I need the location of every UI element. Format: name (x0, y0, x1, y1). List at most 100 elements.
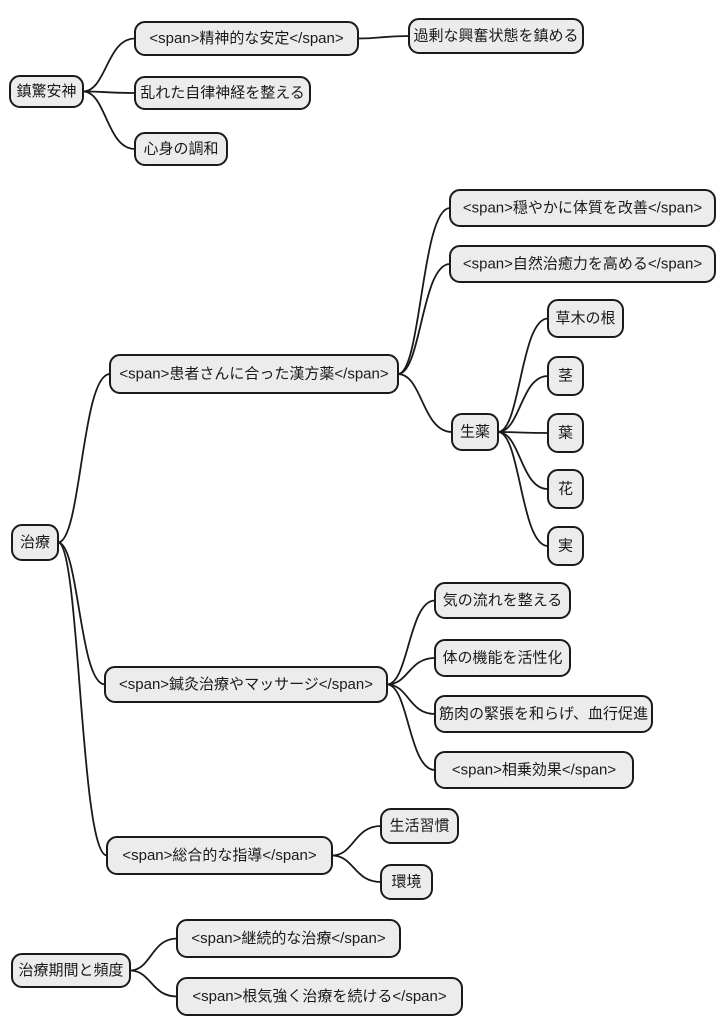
edge-kampoyaku-to-shizen-chiyu (397, 263, 451, 375)
edge-chinkyoanshin-to-shinshin-chowa (82, 90, 136, 150)
node-box-kampoyaku (109, 354, 399, 394)
edge-chiryo-kikan-to-keizoku-chiryo (129, 937, 178, 972)
node-label-sogoteki-shido: <span>総合的な指導</span> (122, 847, 317, 864)
node-label-kampoyaku: <span>患者さんに合った漢方薬</span> (119, 366, 389, 383)
node-label-kinniku-kincho: 筋肉の緊張を和らげ、血行促進 (439, 706, 648, 723)
node-label-seikatsu-shukan: 生活習慣 (389, 817, 449, 835)
node-box-chinkyoanshin (9, 75, 84, 108)
node-box-konki-tsuzukeru (176, 977, 463, 1016)
node-mi: 実 (547, 526, 584, 566)
node-box-shinshin-chowa (134, 132, 228, 166)
node-kinniku-kincho: 筋肉の緊張を和らげ、血行促進 (434, 695, 653, 733)
node-label-mi: 実 (558, 538, 573, 555)
node-box-sogoteki-shido (106, 836, 333, 875)
node-box-kankyo (380, 864, 433, 900)
node-shinkyu-massage: <span>鍼灸治療やマッサージ</span> (104, 666, 388, 703)
node-label-shinshin-chowa: 心身の調和 (143, 141, 218, 158)
node-chiryo: 治療 (11, 524, 59, 561)
edge-kampoyaku-to-odayaka-taishitsu (397, 207, 451, 375)
node-shizen-chiyu: <span>自然治癒力を高める</span> (449, 245, 716, 283)
node-box-karada-kino (434, 639, 571, 677)
node-label-shoyaku: 生薬 (460, 424, 490, 441)
node-kampoyaku: <span>患者さんに合った漢方薬</span> (109, 354, 399, 394)
node-label-karada-kino: 体の機能を活性化 (442, 650, 562, 667)
node-box-kuki (547, 356, 584, 396)
edge-sogoteki-shido-to-kankyo (331, 854, 382, 883)
node-label-kuki: 茎 (558, 368, 573, 385)
node-box-odayaka-taishitsu (449, 189, 716, 227)
node-shoyaku: 生薬 (451, 413, 499, 451)
node-box-chiryo-kikan (11, 953, 131, 988)
node-label-chinkyoanshin: 鎮驚安神 (16, 83, 76, 100)
edge-shoyaku-to-kuki (497, 375, 549, 433)
node-box-kajo-kofun (408, 18, 584, 54)
node-seikatsu-shukan: 生活習慣 (380, 808, 459, 844)
node-label-konki-tsuzukeru: <span>根気強く治療を続ける</span> (192, 988, 447, 1005)
node-shinshin-chowa: 心身の調和 (134, 132, 228, 166)
node-jiritsu-shinkei: 乱れた自律神経を整える (134, 76, 311, 110)
node-label-somoku-no-ne: 草木の根 (555, 310, 615, 327)
node-label-sojo-koka: <span>相乗効果</span> (452, 762, 617, 779)
node-box-seishinteki-antei (134, 21, 359, 56)
node-odayaka-taishitsu: <span>穏やかに体質を改善</span> (449, 189, 716, 227)
node-label-odayaka-taishitsu: <span>穏やかに体質を改善</span> (463, 199, 703, 217)
node-label-hana: 花 (558, 481, 573, 498)
node-label-keizoku-chiryo: <span>継続的な治療</span> (191, 930, 386, 947)
node-box-shinkyu-massage (104, 666, 388, 703)
edge-shinkyu-massage-to-karada-kino (386, 657, 436, 686)
node-label-kankyo: 環境 (391, 873, 421, 891)
node-sogoteki-shido: <span>総合的な指導</span> (106, 836, 333, 875)
node-box-hana (547, 469, 584, 509)
node-box-kinniku-kincho (434, 695, 653, 733)
node-label-chiryo-kikan: 治療期間と頻度 (18, 962, 123, 979)
node-somoku-no-ne: 草木の根 (547, 299, 624, 338)
node-hana: 花 (547, 469, 584, 509)
edge-shoyaku-to-hana (497, 431, 549, 490)
node-box-seikatsu-shukan (380, 808, 459, 844)
edge-shoyaku-to-somoku-no-ne (497, 317, 549, 433)
node-box-ha (547, 413, 584, 453)
node-box-somoku-no-ne (547, 299, 624, 338)
edge-chiryo-to-sogoteki-shido (57, 541, 108, 857)
edge-shoyaku-to-ha (497, 431, 549, 434)
node-seishinteki-antei: <span>精神的な安定</span> (134, 21, 359, 56)
edge-shinkyu-massage-to-sojo-koka (386, 683, 436, 771)
node-karada-kino: 体の機能を活性化 (434, 639, 571, 677)
node-label-kajo-kofun: 過剰な興奮状態を鎮める (413, 28, 578, 45)
node-box-sojo-koka (434, 751, 634, 789)
node-kankyo: 環境 (380, 864, 433, 900)
edge-shinkyu-massage-to-ki-no-nagare (386, 599, 436, 686)
edge-sogoteki-shido-to-seikatsu-shukan (331, 825, 382, 857)
edge-shinkyu-massage-to-kinniku-kincho (386, 683, 436, 715)
node-ha: 葉 (547, 413, 584, 453)
node-chinkyoanshin: 鎮驚安神 (9, 75, 84, 108)
node-box-keizoku-chiryo (176, 919, 401, 958)
edge-shoyaku-to-mi (497, 431, 549, 547)
node-box-mi (547, 526, 584, 566)
node-label-jiritsu-shinkei: 乱れた自律神経を整える (140, 85, 305, 102)
edge-seishinteki-antei-to-kajo-kofun (357, 35, 410, 40)
node-label-ki-no-nagare: 気の流れを整える (443, 592, 563, 609)
node-box-shizen-chiyu (449, 245, 716, 283)
node-kuki: 茎 (547, 356, 584, 396)
node-keizoku-chiryo: <span>継続的な治療</span> (176, 919, 401, 958)
node-label-chiryo: 治療 (20, 534, 50, 551)
edge-chiryo-kikan-to-konki-tsuzukeru (129, 969, 178, 998)
node-label-seishinteki-antei: <span>精神的な安定</span> (149, 30, 344, 47)
node-label-ha: 葉 (558, 425, 573, 442)
edge-chiryo-to-kampoyaku (57, 373, 111, 544)
edge-chinkyoanshin-to-seishinteki-antei (82, 37, 136, 93)
node-box-shoyaku (451, 413, 499, 451)
edge-chinkyoanshin-to-jiritsu-shinkei (82, 90, 136, 94)
edge-kampoyaku-to-shoyaku (397, 373, 453, 433)
node-label-shizen-chiyu: <span>自然治癒力を高める</span> (463, 256, 703, 273)
node-box-jiritsu-shinkei (134, 76, 311, 110)
node-kajo-kofun: 過剰な興奮状態を鎮める (408, 18, 584, 54)
node-ki-no-nagare: 気の流れを整える (434, 582, 571, 619)
node-box-chiryo (11, 524, 59, 561)
node-label-shinkyu-massage: <span>鍼灸治療やマッサージ</span> (119, 675, 373, 693)
edge-chiryo-to-shinkyu-massage (57, 541, 106, 686)
node-sojo-koka: <span>相乗効果</span> (434, 751, 634, 789)
